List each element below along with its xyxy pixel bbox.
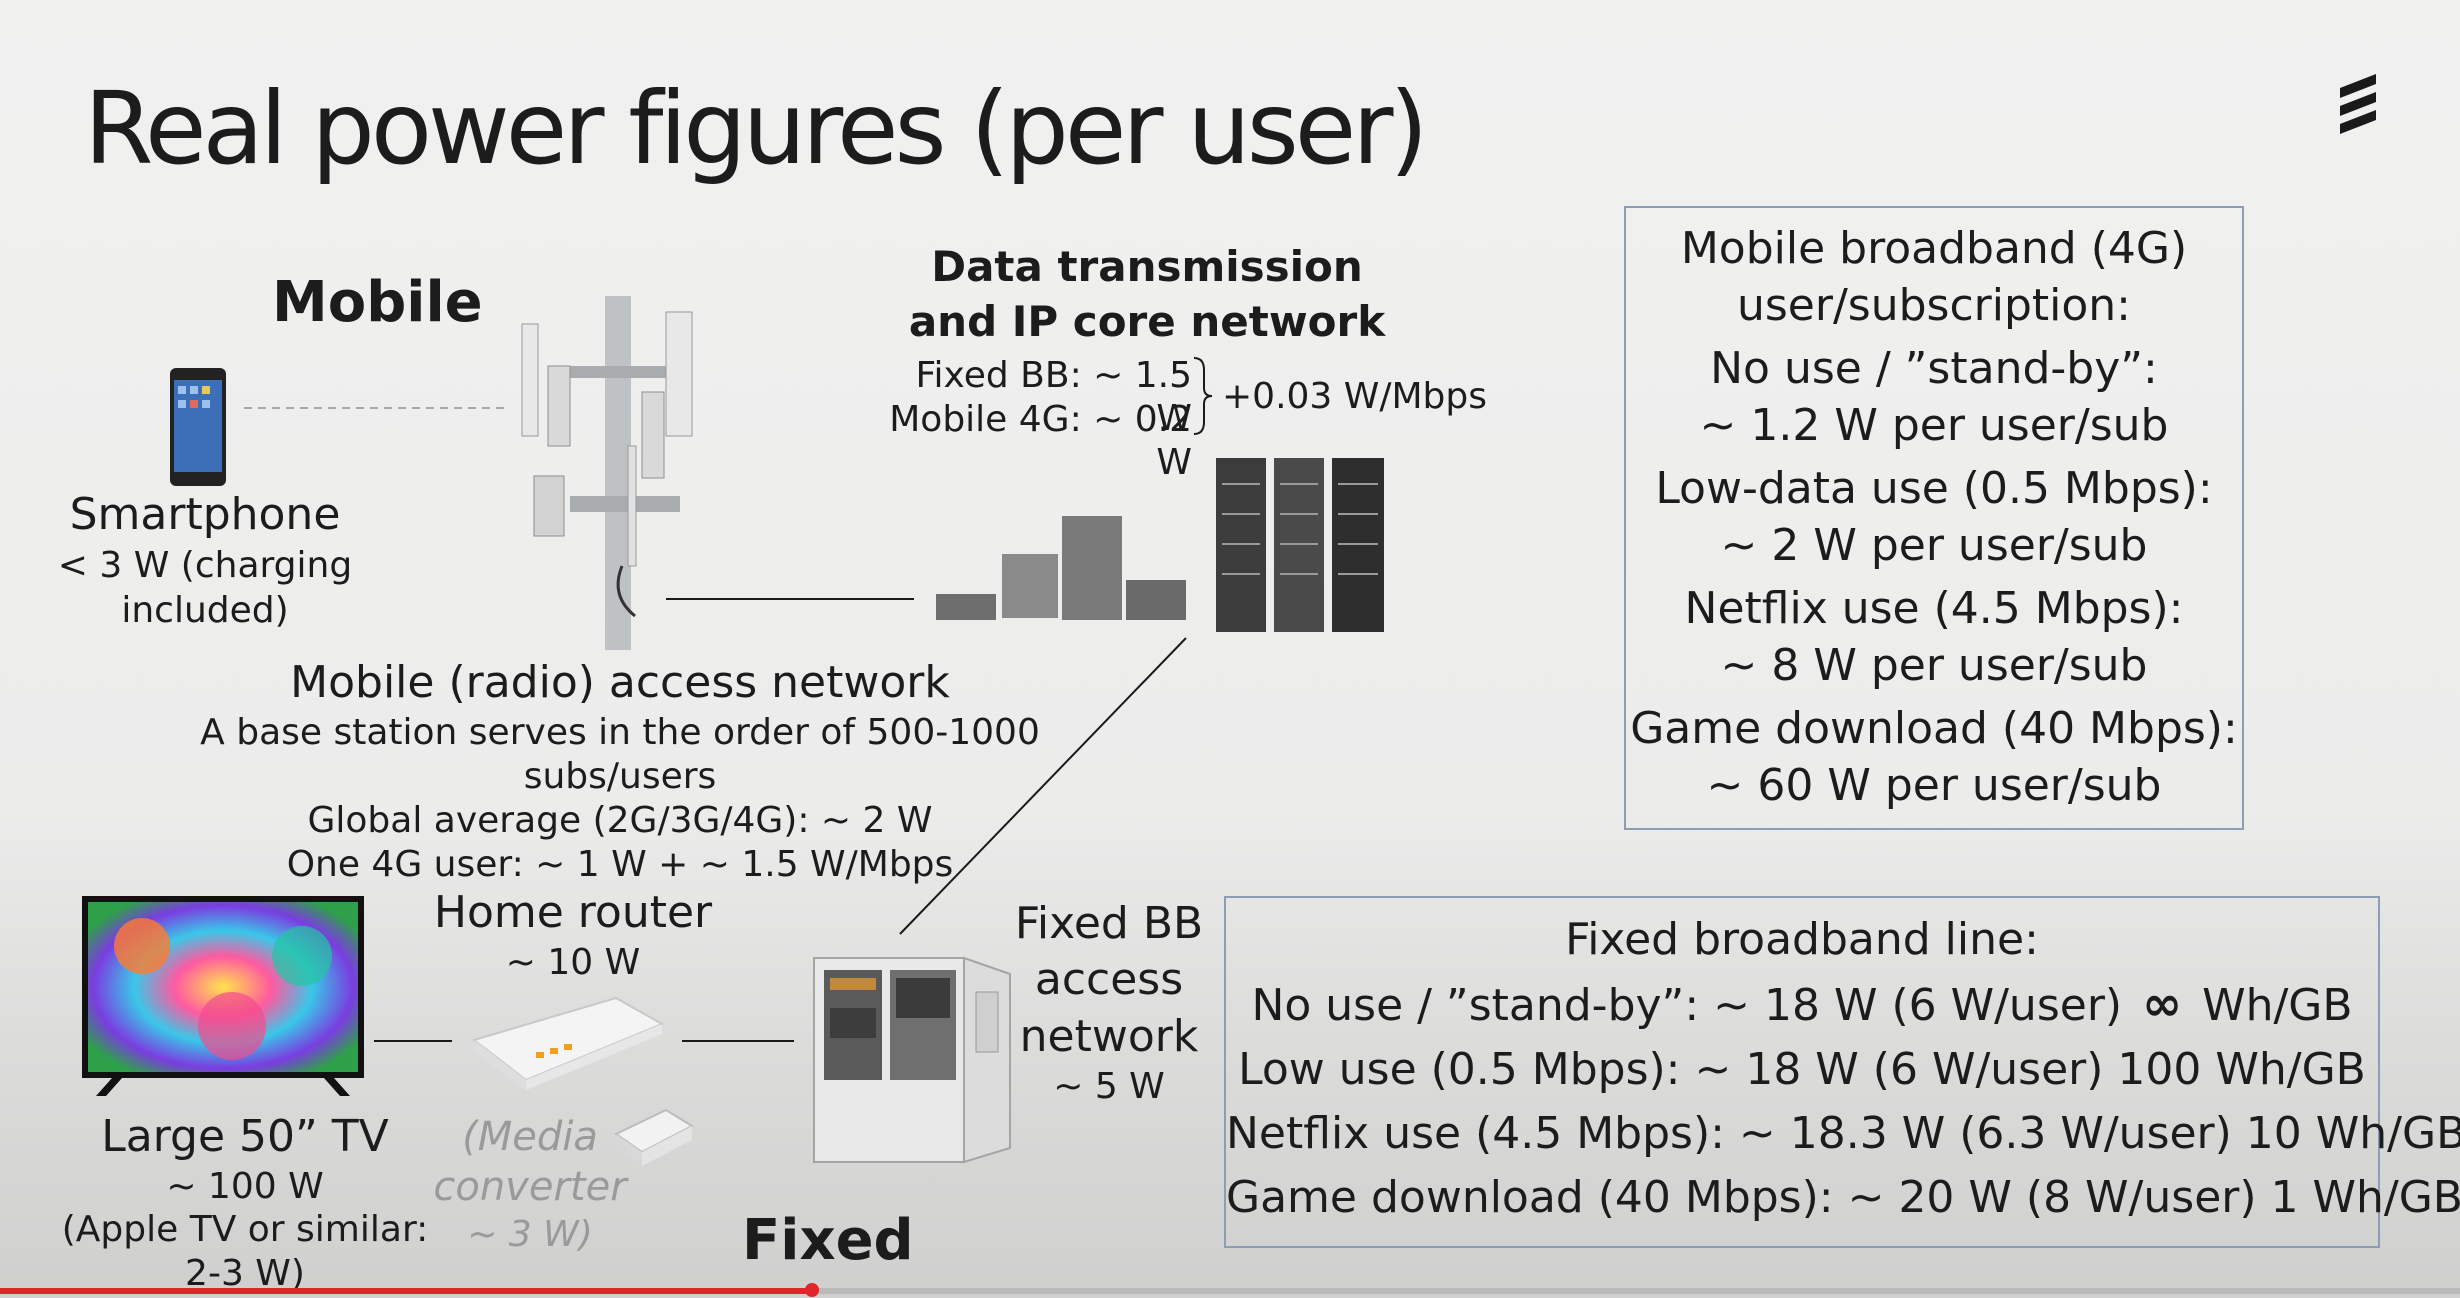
ran-label: Mobile (radio) access network xyxy=(290,657,950,708)
media-converter-image xyxy=(614,1108,695,1166)
smartphone-icon xyxy=(170,368,226,486)
fixed-box-heading: Fixed broadband line: xyxy=(1565,914,2039,965)
media-converter-info: (Media converter ~ 3 W) xyxy=(432,1112,628,1257)
smartphone-info: Smartphone < 3 W (charging included) xyxy=(52,486,358,633)
mobile-box-line: Game download (40 Mbps): xyxy=(1630,703,2238,754)
mobile-broadband-box: Mobile broadband (4G) user/subscription:… xyxy=(1624,206,2244,830)
core-heading-line-2: and IP core network xyxy=(908,296,1386,346)
network-equipment-image xyxy=(936,458,1384,632)
mobile-box-line: user/subscription: xyxy=(1736,280,2131,331)
ran-line-1: A base station serves in the order of 50… xyxy=(200,712,1040,798)
mobile-box-line: ~ 8 W per user/sub xyxy=(1720,640,2148,691)
smartphone-desc-1: < 3 W (charging xyxy=(57,545,353,587)
media-converter-line-2: converter xyxy=(433,1164,627,1210)
ran-line-3: One 4G user: ~ 1 W + ~ 1.5 W/Mbps xyxy=(286,843,954,885)
mobile-box-line: ~ 2 W per user/sub xyxy=(1720,520,2148,571)
fixed-broadband-box: Fixed broadband line: No use / ”stand-by… xyxy=(1224,896,2460,1248)
tv-to-router-line xyxy=(374,1040,452,1042)
home-router-image xyxy=(471,996,665,1090)
core-mobile-4g: Mobile 4G: ~ 0.2 W xyxy=(889,399,1192,484)
media-converter-line-1: (Media xyxy=(462,1114,598,1160)
mobile-box-line: ~ 1.2 W per user/sub xyxy=(1699,400,2169,451)
fixed-box-line: Game download (40 Mbps): ~ 20 W (8 W/use… xyxy=(1226,1172,2460,1223)
core-to-fixed-access-line xyxy=(899,637,1187,935)
fixed-heading: Fixed xyxy=(742,1208,914,1273)
ericsson-logo-icon xyxy=(2340,74,2376,134)
core-heading-line-1: Data transmission xyxy=(931,242,1363,291)
mobile-box-line: Netflix use (4.5 Mbps): xyxy=(1684,583,2184,634)
router-power: ~ 10 W xyxy=(505,942,641,984)
fixed-box-line: No use / ”stand-by”: ~ 18 W (6 W/user) ∞… xyxy=(1226,972,2378,1038)
smartphone-desc-2: included) xyxy=(121,590,289,632)
tv-note-2: 2-3 W) xyxy=(185,1252,305,1294)
core-per-mbps: +0.03 W/Mbps xyxy=(1222,376,1488,417)
street-cabinet-image xyxy=(813,956,1011,1164)
tv-power: ~ 100 W xyxy=(166,1166,324,1208)
tower-to-core-line xyxy=(666,598,914,600)
infinity-icon: ∞ xyxy=(2142,976,2183,1032)
ran-info: Mobile (radio) access network A base sta… xyxy=(140,654,1100,887)
media-converter-line-3: ~ 3 W) xyxy=(467,1214,593,1255)
router-label: Home router xyxy=(433,887,713,938)
router-info: Home router ~ 10 W xyxy=(420,884,726,984)
mobile-box-line: Mobile broadband (4G) xyxy=(1680,223,2188,274)
mobile-heading: Mobile xyxy=(272,270,483,335)
video-progress-track[interactable] xyxy=(0,1288,2460,1294)
fixed-access-power: ~ 5 W xyxy=(1053,1065,1165,1107)
slide-title: Real power figures (per user) xyxy=(84,70,1428,187)
tv-note-1: (Apple TV or similar: xyxy=(61,1209,429,1251)
tv-label: Large 50” TV xyxy=(101,1111,389,1162)
fixed-box-line-text: No use / ”stand-by”: ~ 18 W (6 W/user) xyxy=(1251,980,2123,1031)
fixed-access-line-3: network xyxy=(1019,1010,1199,1062)
fixed-box-line: Netflix use (4.5 Mbps): ~ 18.3 W (6.3 W/… xyxy=(1226,1108,2460,1159)
fixed-box-line-suffix: Wh/GB xyxy=(2202,980,2353,1031)
mobile-box-line: No use / ”stand-by”: xyxy=(1710,343,2158,394)
core-fixed-bb: Fixed BB: ~ 1.5 W xyxy=(915,355,1192,440)
mobile-box-line: ~ 60 W per user/sub xyxy=(1706,760,2162,811)
fixed-access-line-1: Fixed BB xyxy=(1014,898,1204,949)
fixed-access-info: Fixed BB access network ~ 5 W xyxy=(1000,896,1218,1108)
fixed-access-line-2: access xyxy=(1034,954,1184,1006)
wireless-link-dashed-line xyxy=(244,407,506,409)
video-scrubber-handle[interactable] xyxy=(804,1283,819,1297)
brace-icon xyxy=(1193,357,1213,435)
tv-info: Large 50” TV ~ 100 W (Apple TV or simila… xyxy=(50,1108,440,1295)
smartphone-label: Smartphone xyxy=(69,489,341,540)
mobile-box-line: Low-data use (0.5 Mbps): xyxy=(1655,463,2213,514)
router-to-access-line xyxy=(682,1040,794,1042)
fixed-box-line: Low use (0.5 Mbps): ~ 18 W (6 W/user) 10… xyxy=(1238,1044,2366,1095)
ran-line-2: Global average (2G/3G/4G): ~ 2 W xyxy=(307,800,933,841)
cell-tower-image xyxy=(521,296,693,650)
video-progress-fill xyxy=(0,1288,812,1294)
core-heading: Data transmission and IP core network xyxy=(902,240,1392,349)
tv-image xyxy=(82,896,364,1096)
